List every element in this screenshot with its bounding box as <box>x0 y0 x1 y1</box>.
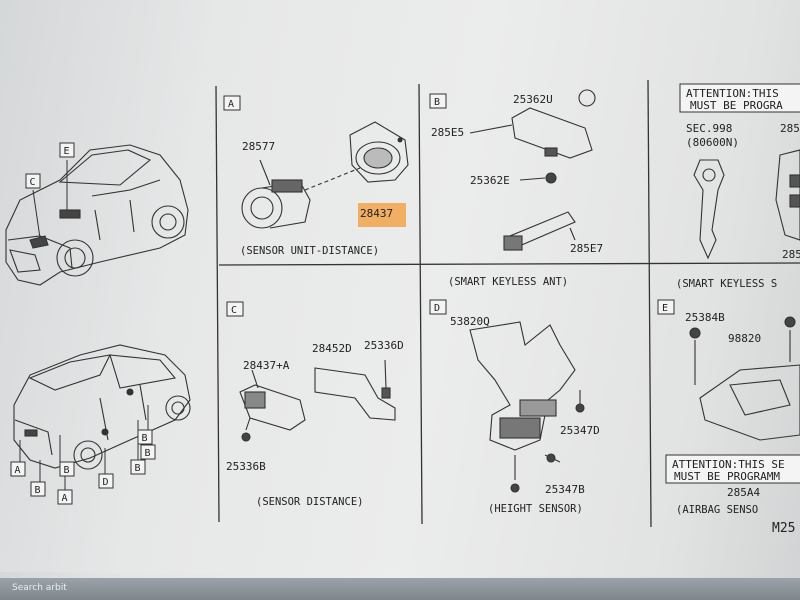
part-number: 285A4 <box>727 486 760 499</box>
panel-grid <box>215 79 800 528</box>
svg-text:MUST BE PROGRAMM: MUST BE PROGRAMM <box>674 470 780 483</box>
part-number: 28452D <box>312 342 352 355</box>
taskbar-text: Search arbit <box>12 583 67 593</box>
svg-text:E: E <box>662 303 668 314</box>
car-tag: A <box>15 465 21 476</box>
part-number: (80600N) <box>686 136 739 149</box>
car-tag: B <box>64 465 70 476</box>
car-tag: B <box>35 485 41 496</box>
car-tag: A <box>62 493 68 504</box>
panel-smart-keyless: ATTENTION:THIS MUST BE PROGRA SEC.998 (8… <box>676 83 800 290</box>
car-tag: D <box>103 477 109 488</box>
part-number: 285E5 <box>431 126 464 139</box>
panel-d: D 53820Q 25347D 25347B (HEIGHT SENSOR) <box>429 299 600 515</box>
part-number: 53820Q <box>450 315 490 328</box>
car-front-view <box>5 144 189 286</box>
part-number: 25347B <box>545 483 585 496</box>
car-tag: B <box>135 463 141 474</box>
svg-text:B: B <box>434 97 440 108</box>
panel-caption: (HEIGHT SENSOR) <box>488 503 583 515</box>
part-number-highlighted: 28437 <box>360 207 393 220</box>
svg-text:MUST BE PROGRA: MUST BE PROGRA <box>690 99 783 112</box>
panel-b: B 25362U 285E5 25362E 285E7 (SMART KEYLE… <box>429 89 603 288</box>
car-tag: C <box>30 177 36 188</box>
part-number: 25362E <box>470 174 510 187</box>
panel-a: A 28577 28437 (SENSOR UNIT-DISTANCE) <box>223 95 409 257</box>
svg-text:C: C <box>231 305 237 316</box>
page-code: M25 <box>772 521 795 536</box>
part-number: 25384B <box>685 311 725 324</box>
svg-text:ATTENTION:THIS SE: ATTENTION:THIS SE <box>672 458 785 471</box>
part-number: 28437+A <box>243 359 290 372</box>
car-tag: B <box>145 448 151 459</box>
part-number: 285E7 <box>570 242 603 255</box>
taskbar: Search arbit <box>0 578 800 600</box>
panel-caption: (SMART KEYLESS ANT) <box>448 276 568 288</box>
car-tag: E <box>64 146 70 157</box>
panel-c: C 28437+A 28452D 25336D 25336B (SENSOR D… <box>226 301 404 508</box>
svg-text:ATTENTION:THIS: ATTENTION:THIS <box>686 87 779 100</box>
car-rear-view <box>13 344 191 470</box>
part-number: SEC.998 <box>686 122 732 135</box>
panel-caption: (SENSOR DISTANCE) <box>256 496 363 508</box>
car-tag: B <box>142 433 148 444</box>
svg-text:D: D <box>434 303 440 314</box>
part-number: 25347D <box>560 424 600 437</box>
part-number: 25336B <box>226 460 266 473</box>
part-number: 285 <box>780 122 800 135</box>
part-number: 25336D <box>364 339 404 352</box>
svg-text:A: A <box>228 99 234 110</box>
part-number: 25362U <box>513 93 553 106</box>
part-number: 285 <box>782 248 800 261</box>
panel-caption: (SENSOR UNIT-DISTANCE) <box>240 245 379 257</box>
panel-caption: (SMART KEYLESS S <box>676 278 777 290</box>
part-number: 98820 <box>728 332 761 345</box>
part-number: 28577 <box>242 140 275 153</box>
car-tag-boxes: E C B B A B A D B B <box>10 142 156 505</box>
panel-caption: (AIRBAG SENSO <box>676 504 758 516</box>
panel-e: E 25384B 98820 ATTENTION:THIS SE MUST BE… <box>657 299 800 536</box>
